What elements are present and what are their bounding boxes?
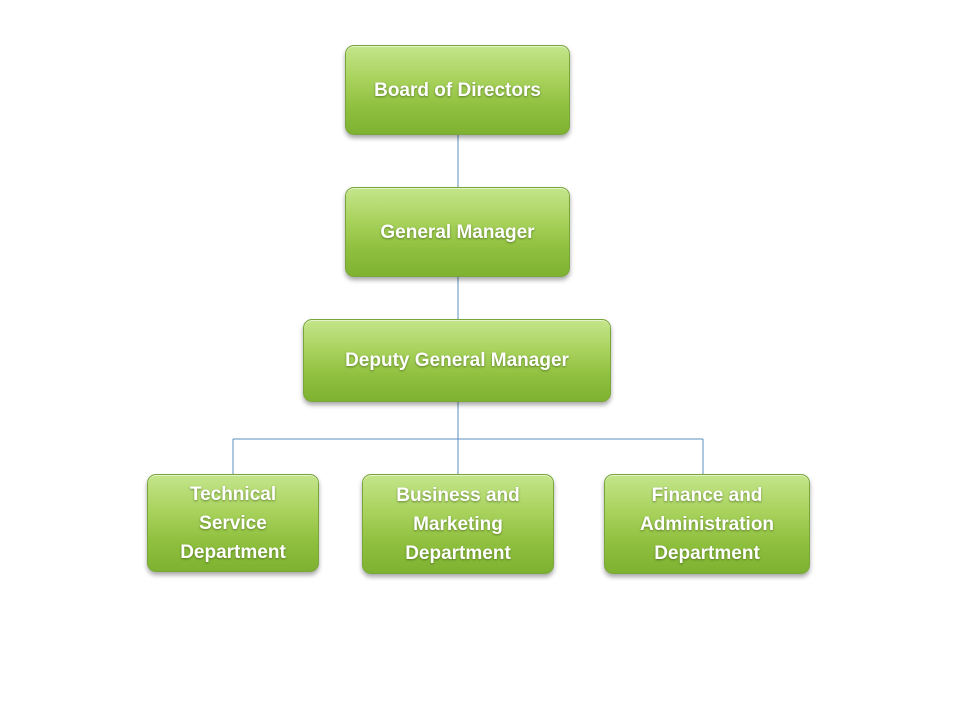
- deputy-general-manager-box: Deputy General Manager: [303, 319, 611, 402]
- finance-administration-department-box: Finance and Administration Department: [604, 474, 810, 574]
- board-of-directors-label: Board of Directors: [374, 79, 541, 101]
- general-manager-box: General Manager: [345, 187, 570, 277]
- department-label-line: Service: [199, 512, 267, 534]
- department-label-line: Department: [654, 542, 760, 564]
- technical-service-department-box: Technical Service Department: [147, 474, 319, 572]
- general-manager-label: General Manager: [380, 221, 535, 243]
- business-marketing-department-label: Business and Marketing Department: [396, 481, 520, 568]
- technical-service-department-label: Technical Service Department: [180, 480, 286, 567]
- department-label-line: Department: [180, 541, 286, 563]
- department-label-line: Business and: [396, 484, 520, 506]
- department-label-line: Department: [405, 542, 511, 564]
- department-label-line: Marketing: [413, 513, 503, 535]
- department-label-line: Administration: [639, 513, 775, 535]
- deputy-general-manager-label: Deputy General Manager: [345, 350, 569, 371]
- department-label-line: Finance and: [651, 484, 763, 506]
- department-label-line: Technical: [189, 483, 277, 505]
- board-of-directors-box: Board of Directors: [345, 45, 570, 135]
- business-marketing-department-box: Business and Marketing Department: [362, 474, 554, 574]
- finance-administration-department-label: Finance and Administration Department: [640, 481, 774, 568]
